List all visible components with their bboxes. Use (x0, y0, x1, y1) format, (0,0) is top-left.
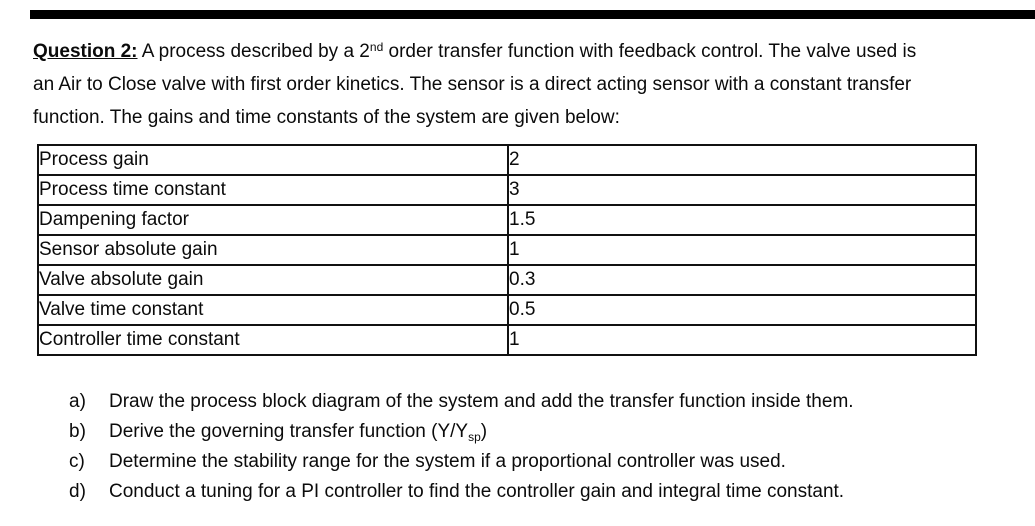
list-text: Conduct a tuning for a PI controller to … (109, 481, 845, 502)
paragraph-line-1: Question 2: A process described by a 2nd… (33, 35, 993, 68)
param-label: Sensor absolute gain (37, 234, 509, 266)
param-label: Valve absolute gain (37, 264, 509, 296)
param-value: 1.5 (507, 204, 977, 236)
param-label: Valve time constant (37, 294, 509, 326)
list-text: Determine the stability range for the sy… (109, 451, 786, 472)
param-label: Dampening factor (37, 204, 509, 236)
list-letter: d) (69, 481, 86, 502)
list-item-b: b) Derive the governing transfer functio… (69, 417, 999, 447)
param-value: 0.3 (507, 264, 977, 296)
scan-artifact-line (30, 10, 1035, 19)
list-text: Derive the governing transfer function (… (109, 417, 999, 447)
table-row-valve-time-constant: Valve time constant 0.5 (37, 294, 977, 326)
table-row-dampening-factor: Dampening factor 1.5 (37, 204, 977, 236)
list-letter: c) (69, 451, 85, 472)
table-row-sensor-absolute-gain: Sensor absolute gain 1 (37, 234, 977, 266)
list-text-segment: Derive the governing transfer function (… (109, 421, 469, 442)
param-label: Process time constant (37, 174, 509, 206)
paragraph-line-2: an Air to Close valve with first order k… (33, 74, 912, 95)
list-item-a: a) Draw the process block diagram of the… (69, 387, 999, 417)
list-text-segment: ) (480, 421, 488, 442)
table-row-process-gain: Process gain 2 (37, 144, 977, 176)
ordinal-superscript: nd (369, 40, 384, 54)
paragraph-text: A process described by a 2 (137, 41, 370, 62)
param-label: Controller time constant (37, 324, 509, 356)
param-value: 1 (507, 324, 977, 356)
table-row-valve-absolute-gain: Valve absolute gain 0.3 (37, 264, 977, 296)
list-item-d: d) Conduct a tuning for a PI controller … (69, 477, 999, 507)
table-row-process-time-constant: Process time constant 3 (37, 174, 977, 206)
list-letter: b) (69, 421, 86, 442)
list-letter: a) (69, 391, 86, 412)
param-value: 0.5 (507, 294, 977, 326)
param-value: 3 (507, 174, 977, 206)
param-value: 2 (507, 144, 977, 176)
list-item-c: c) Determine the stability range for the… (69, 447, 999, 477)
question-paragraph: Question 2: A process described by a 2nd… (33, 35, 993, 134)
table-row-controller-time-constant: Controller time constant 1 (37, 324, 977, 356)
setpoint-subscript: sp (468, 430, 481, 444)
paragraph-text: order transfer function with feedback co… (383, 41, 917, 62)
parameters-table: Process gain 2 Process time constant 3 D… (37, 144, 977, 356)
list-text: Draw the process block diagram of the sy… (109, 391, 854, 412)
param-value: 1 (507, 234, 977, 266)
question-label: Question 2: (33, 41, 138, 62)
subquestions-list: a) Draw the process block diagram of the… (69, 387, 999, 507)
param-label: Process gain (37, 144, 509, 176)
paragraph-line-3: function. The gains and time constants o… (33, 107, 620, 128)
